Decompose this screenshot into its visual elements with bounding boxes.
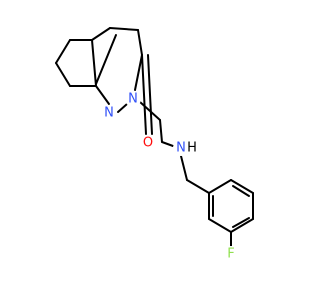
bond-line <box>230 218 254 233</box>
bond-line <box>208 218 232 233</box>
bond-line <box>147 54 153 135</box>
bond-line <box>139 101 161 121</box>
bond-line <box>91 39 97 87</box>
bond-line <box>186 179 210 194</box>
bond-line <box>230 179 254 194</box>
atom-nitrogen-ring-2: N <box>125 91 141 107</box>
bond-line <box>55 39 71 64</box>
bond-line <box>208 179 232 194</box>
bond-line <box>161 141 174 147</box>
bond-line <box>95 34 117 85</box>
bond-lines <box>55 27 254 247</box>
bond-line <box>232 217 250 228</box>
atom-label-fluorine: F <box>227 247 234 262</box>
atom-nitrogen-amide: N <box>173 140 189 156</box>
bond-line <box>91 27 111 41</box>
atom-label-nitrogen-1: N <box>104 106 114 121</box>
bond-line <box>55 62 71 87</box>
atom-label-oxygen: O <box>143 136 153 151</box>
atom-label-nitrogen-amide: N <box>176 141 186 156</box>
molecule-structure-diagram: O N N N H F <box>55 27 254 262</box>
bond-line <box>180 155 188 181</box>
atom-fluorine: F <box>223 246 239 262</box>
bond-line <box>95 85 110 105</box>
bond-line <box>137 29 143 56</box>
bond-line <box>117 103 128 113</box>
atom-labels: O N N N H F <box>101 91 239 262</box>
atom-label-nitrogen-2: N <box>128 92 138 107</box>
atom-oxygen-carbonyl: O <box>140 135 156 151</box>
bond-line <box>109 27 139 31</box>
atom-label-hydrogen: H <box>187 141 197 156</box>
bond-line <box>159 119 163 143</box>
bond-line <box>232 185 250 197</box>
bond-line <box>141 54 147 135</box>
atom-hydrogen-amide: H <box>187 141 197 156</box>
bond-line <box>134 54 143 91</box>
atom-nitrogen-ring-1: N <box>101 105 117 121</box>
